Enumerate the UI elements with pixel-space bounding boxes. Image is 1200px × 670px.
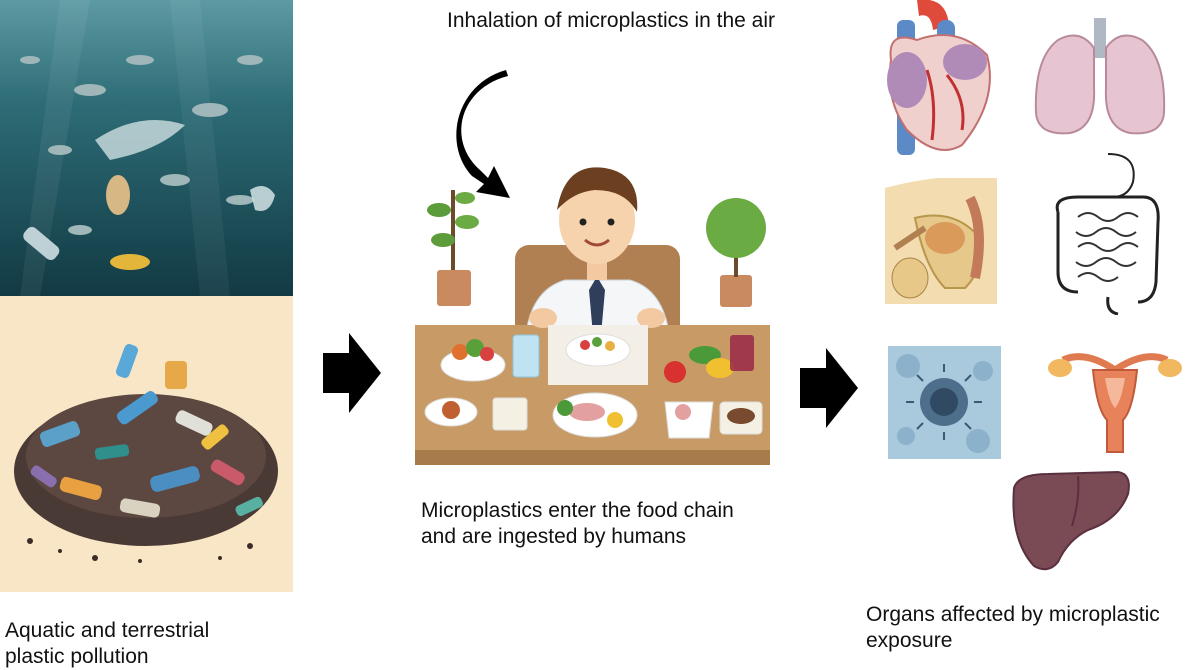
ingestion-caption-line1: Microplastics enter the food chain — [421, 498, 801, 524]
pollution-caption-line1: Aquatic and terrestrial — [5, 618, 295, 644]
cell-icon — [888, 346, 1001, 459]
ingestion-caption: Microplastics enter the food chain and a… — [421, 498, 801, 550]
reproductive-organ-icon — [885, 178, 997, 304]
pollution-caption-line2: plastic pollution — [5, 644, 295, 670]
inhalation-caption: Inhalation of microplastics in the air — [447, 8, 827, 34]
person-eating-illustration — [415, 140, 770, 465]
organs-caption-line2: exposure — [866, 628, 1198, 654]
terrestrial-pollution-image — [0, 296, 293, 592]
plant-right-icon — [706, 198, 766, 307]
liver-icon — [1008, 470, 1133, 573]
organs-caption: Organs affected by microplastic exposure — [866, 602, 1198, 654]
intestine-icon — [1048, 152, 1163, 315]
heart-icon — [877, 0, 999, 155]
organs-caption-line1: Organs affected by microplastic — [866, 602, 1198, 628]
plant-left-icon — [427, 190, 479, 306]
ingestion-caption-line2: and are ingested by humans — [421, 524, 801, 550]
right-arrow-icon — [323, 333, 381, 413]
pollution-caption: Aquatic and terrestrial plastic pollutio… — [5, 618, 295, 670]
lungs-icon — [1030, 18, 1170, 138]
right-arrow-icon — [800, 348, 858, 428]
uterus-icon — [1045, 340, 1185, 458]
aquatic-pollution-image — [0, 0, 293, 296]
